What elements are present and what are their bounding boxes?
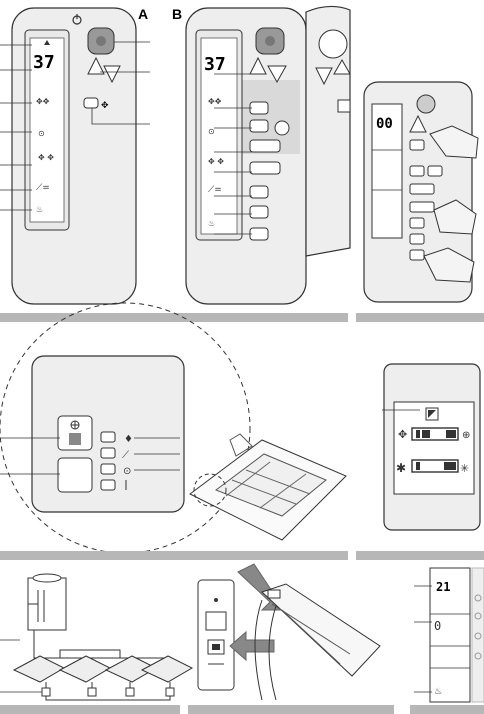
svg-text:⊙: ⊙ xyxy=(208,127,215,136)
svg-text:⊕: ⊕ xyxy=(462,430,470,441)
power-icon[interactable] xyxy=(72,14,82,25)
down-arrow-icon[interactable] xyxy=(267,65,287,84)
svg-text:✥ ✥: ✥ ✥ xyxy=(208,157,224,166)
svg-text:⊙: ⊙ xyxy=(38,129,45,138)
timer-icon: ⊙ xyxy=(123,466,131,477)
snowflake-icon: ✱ xyxy=(396,461,406,475)
sun-icon: ✳ xyxy=(460,462,469,475)
down-arrow-icon[interactable] xyxy=(103,65,121,84)
divider-band xyxy=(0,313,348,322)
svg-text:♨: ♨ xyxy=(208,219,215,228)
lcd-temperature-a: 37 xyxy=(33,52,55,73)
fan-icon: ✥ xyxy=(398,428,407,441)
lcd-temperature-b: 37 xyxy=(204,54,226,75)
divider-band xyxy=(356,313,484,322)
panel-b-label: B xyxy=(172,6,183,22)
svg-text:♨: ♨ xyxy=(36,205,43,214)
svg-text:⟋=: ⟋= xyxy=(208,185,222,195)
divider-band xyxy=(188,705,394,714)
svg-text:✥: ✥ xyxy=(101,101,109,111)
drop-icon: ♦ xyxy=(124,434,133,445)
up-arrow-icon[interactable] xyxy=(87,56,105,75)
mode-button[interactable] xyxy=(83,97,99,109)
swing-icon: ⟋ xyxy=(122,450,129,461)
svg-text:✥ ✥: ✥ ✥ xyxy=(38,153,54,162)
svg-text:0: 0 xyxy=(434,619,441,633)
divider-band xyxy=(0,705,180,714)
svg-text:✥✥: ✥✥ xyxy=(36,97,50,106)
up-arrow-icon[interactable] xyxy=(249,56,267,75)
minus-button[interactable] xyxy=(57,457,93,493)
hand-pointer-icon xyxy=(423,247,475,283)
divider-band xyxy=(356,551,484,560)
panel-a-label: A xyxy=(138,6,149,22)
hand-pointer-icon xyxy=(433,199,477,235)
svg-text:♨: ♨ xyxy=(434,687,442,697)
arrow-icon xyxy=(229,630,275,662)
divider-band xyxy=(410,705,484,714)
svg-text:⟋=: ⟋= xyxy=(36,183,50,193)
svg-text:✥✥: ✥✥ xyxy=(208,97,222,106)
lcd-temperature-d: 21 xyxy=(436,580,451,594)
divider-band xyxy=(0,551,348,560)
hand-pointer-icon xyxy=(429,125,479,159)
lcd-temperature-c: 00 xyxy=(376,116,393,132)
